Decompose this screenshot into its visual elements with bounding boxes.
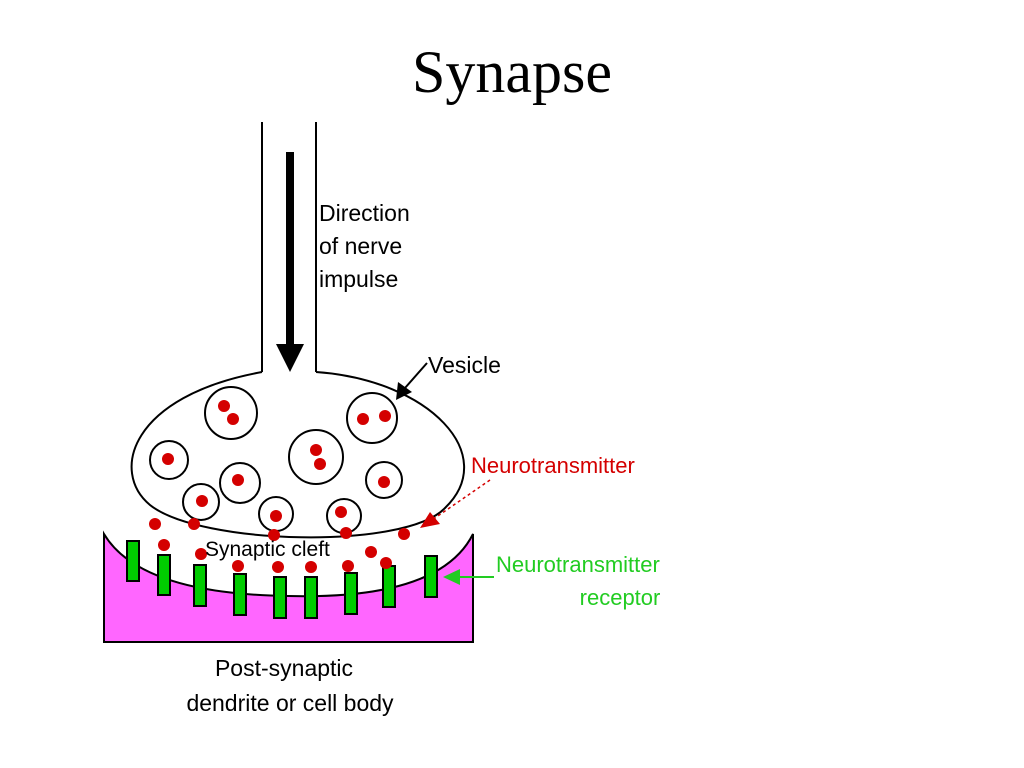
receptor	[157, 554, 171, 596]
vesicles	[149, 386, 403, 534]
neurotransmitter-dot	[398, 528, 410, 540]
synaptic-cleft-label: Synaptic cleft	[205, 538, 330, 561]
receptor	[424, 555, 438, 598]
receptor	[126, 540, 140, 582]
neurotransmitter-dot	[379, 410, 391, 422]
vesicle-label: Vesicle	[428, 352, 501, 378]
neurotransmitter-dot	[149, 518, 161, 530]
neurotransmitter-dot	[196, 495, 208, 507]
neurotransmitter-dot	[314, 458, 326, 470]
receptor-pointer-arrow-icon	[443, 569, 494, 585]
neurotransmitter-dot	[270, 510, 282, 522]
receptor-label-line2: receptor	[580, 585, 661, 610]
neurotransmitter-dot	[218, 400, 230, 412]
direction-label-line1: Direction	[319, 200, 410, 226]
neurotransmitter-dot	[232, 560, 244, 572]
vesicle	[346, 392, 398, 444]
receptor	[382, 565, 396, 608]
vesicle	[219, 462, 261, 504]
neurotransmitter-dot	[335, 506, 347, 518]
receptors	[126, 540, 438, 619]
receptor	[193, 564, 207, 607]
neurotransmitter-dot	[365, 546, 377, 558]
receptor-label-line1: Neurotransmitter	[496, 552, 660, 577]
vesicle-pointer-arrow-icon	[396, 362, 428, 400]
direction-arrow-icon	[276, 152, 304, 372]
receptor	[233, 573, 247, 616]
neurotransmitter-dot	[305, 561, 317, 573]
neurotransmitter-dot	[340, 527, 352, 539]
neurotransmitter-dot	[357, 413, 369, 425]
neurotransmitters	[149, 400, 410, 573]
neurotransmitter-dot	[268, 529, 280, 541]
vesicle	[149, 440, 189, 480]
vesicle	[204, 386, 258, 440]
neurotransmitter-dot	[227, 413, 239, 425]
neurotransmitter-dot	[162, 453, 174, 465]
post-synaptic-membrane	[103, 530, 474, 643]
neurotransmitter-dot	[195, 548, 207, 560]
vesicle	[182, 483, 220, 521]
neurotransmitter-dot	[188, 518, 200, 530]
neurotransmitter-dot	[380, 557, 392, 569]
presynaptic-terminal	[130, 371, 466, 539]
direction-label-line2: of nerve	[319, 233, 402, 259]
receptor	[344, 572, 358, 615]
neurotransmitter-pointer-arrow-icon	[420, 479, 491, 528]
post-synaptic-label-line1: Post-synaptic	[215, 655, 353, 681]
vesicle	[365, 461, 403, 499]
neurotransmitter-dot	[378, 476, 390, 488]
direction-label-line3: impulse	[319, 266, 398, 292]
neurotransmitter-dot	[272, 561, 284, 573]
vesicle	[288, 429, 344, 485]
receptor	[273, 576, 287, 619]
neurotransmitter-dot	[342, 560, 354, 572]
receptor	[304, 576, 318, 619]
neurotransmitter-dot	[232, 474, 244, 486]
neurotransmitter-dot	[158, 539, 170, 551]
post-synaptic-label-line2: dendrite or cell body	[186, 690, 394, 716]
slide-title: Synapse	[412, 39, 612, 105]
neurotransmitter-label: Neurotransmitter	[471, 453, 635, 478]
neurotransmitter-dot	[310, 444, 322, 456]
